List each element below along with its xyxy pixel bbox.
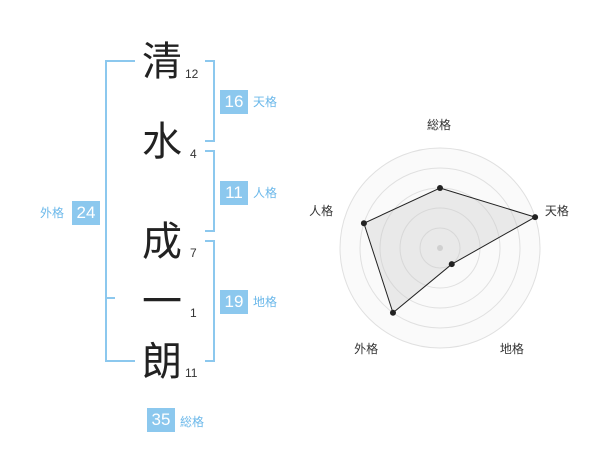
radar-point-3	[448, 261, 455, 268]
radar-axis-label-1: 総格	[427, 118, 452, 132]
name-char-5: 朗	[142, 339, 182, 385]
radar-point-5	[360, 220, 367, 227]
gaikaku-value: 24	[72, 201, 100, 225]
soukaku-value: 35	[147, 408, 175, 432]
radar-point-2	[532, 214, 539, 221]
name-char-4: 一	[142, 279, 182, 325]
radar-point-4	[389, 309, 396, 316]
name-char-2: 水	[142, 119, 182, 165]
jinkaku-value: 11	[220, 181, 248, 205]
chikaku-bracket	[205, 240, 215, 362]
radar-point-1	[437, 185, 443, 191]
name-char-3: 成	[142, 219, 182, 265]
radar-axis-label-4: 外格	[354, 342, 379, 357]
gaikaku-bracket	[105, 60, 135, 362]
stroke-count-2: 4	[190, 147, 197, 161]
radar-series-polygon	[363, 187, 537, 314]
jinkaku-label: 人格	[253, 186, 278, 200]
stroke-count-1: 12	[185, 67, 199, 81]
gaikaku-bracket-split	[105, 297, 115, 299]
radar-grid-ring-4	[359, 167, 521, 329]
name-char-1: 清	[142, 39, 182, 85]
soukaku-label: 総格	[180, 415, 205, 429]
chikaku-value: 19	[220, 290, 248, 314]
radar-center-dot	[437, 245, 443, 251]
radar-axis-label-2: 天格	[544, 203, 569, 218]
radar-grid-ring-1	[419, 227, 461, 269]
chikaku-label: 地格	[253, 295, 278, 309]
tenkaku-value: 16	[220, 90, 248, 114]
radar-axis-label-3: 地格	[499, 342, 524, 357]
tenkaku-bracket	[205, 60, 215, 142]
stroke-count-4: 1	[190, 306, 197, 320]
jinkaku-bracket	[205, 150, 215, 232]
stroke-count-5: 11	[185, 366, 198, 380]
tenkaku-label: 天格	[253, 95, 278, 109]
radar-axis-label-5: 人格	[309, 203, 334, 218]
stroke-count-3: 7	[190, 246, 197, 260]
gaikaku-label: 外格	[40, 206, 65, 220]
